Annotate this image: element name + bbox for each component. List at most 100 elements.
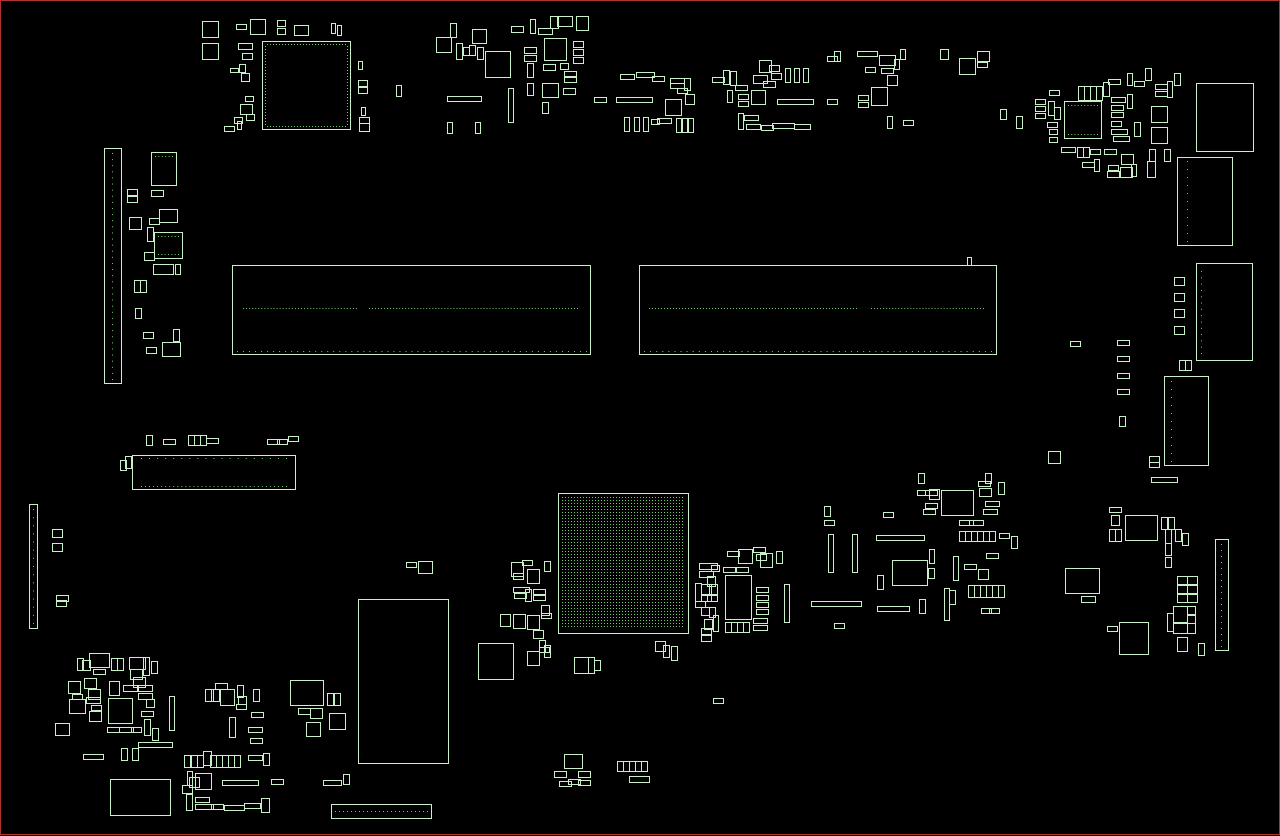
smd-part-176[interactable] [144, 252, 155, 261]
smd-part-171[interactable] [151, 190, 164, 197]
smd-part-312[interactable] [699, 571, 714, 578]
smd-part-70[interactable] [657, 118, 672, 124]
power-ic-1[interactable] [892, 560, 928, 586]
usb-port-1[interactable] [1196, 83, 1254, 152]
smd-part-55[interactable] [573, 57, 584, 64]
smd-part-249[interactable] [248, 755, 263, 761]
smd-part-401[interactable] [1174, 293, 1185, 302]
smd-part-376[interactable] [1011, 536, 1018, 549]
smd-part-370[interactable] [965, 531, 972, 542]
smd-part-212[interactable] [84, 678, 97, 689]
smd-part-261[interactable] [182, 785, 193, 794]
smd-part-433[interactable] [1173, 623, 1188, 634]
smd-part-102[interactable] [858, 95, 869, 101]
smd-part-256[interactable] [216, 755, 223, 768]
dimm-right-latch[interactable] [967, 257, 972, 266]
smd-part-353[interactable] [877, 606, 910, 612]
smd-part-192[interactable] [267, 439, 280, 445]
smd-part-363[interactable] [953, 556, 959, 581]
smd-part-181[interactable] [135, 308, 142, 319]
smd-part-323[interactable] [701, 628, 712, 635]
smd-part-292[interactable] [514, 593, 527, 599]
smd-part-434[interactable] [1187, 623, 1196, 634]
smd-part-2[interactable] [202, 43, 219, 60]
smd-part-235[interactable] [132, 748, 139, 761]
smd-part-128[interactable] [1047, 122, 1058, 128]
smd-part-101[interactable] [827, 99, 838, 105]
smd-part-35[interactable] [447, 96, 482, 102]
smd-part-415[interactable] [1168, 517, 1175, 530]
smd-part-211[interactable] [68, 681, 81, 694]
smd-part-191[interactable] [206, 438, 219, 444]
smd-part-26[interactable] [359, 123, 370, 132]
smd-part-7[interactable] [294, 25, 309, 36]
smd-part-272[interactable] [271, 779, 284, 785]
smd-part-344[interactable] [784, 584, 790, 623]
smd-part-170[interactable] [127, 196, 138, 203]
smd-part-157[interactable] [1134, 81, 1145, 87]
smd-part-150[interactable] [1111, 105, 1124, 111]
smd-part-88[interactable] [761, 125, 774, 131]
smd-part-182[interactable] [143, 332, 154, 339]
smd-part-172[interactable] [129, 217, 142, 230]
smd-part-112[interactable] [827, 56, 838, 62]
smd-part-248[interactable] [250, 738, 263, 744]
bottom-ic-3[interactable] [290, 680, 324, 706]
smd-part-388[interactable] [979, 488, 992, 497]
smd-part-237[interactable] [205, 689, 214, 702]
smd-part-405[interactable] [1185, 360, 1192, 371]
smd-part-48[interactable] [527, 83, 534, 96]
smd-part-89[interactable] [772, 123, 795, 129]
smd-part-74[interactable] [643, 117, 649, 132]
smd-part-402[interactable] [1174, 309, 1185, 318]
smd-part-326[interactable] [725, 622, 732, 633]
smd-part-64[interactable] [670, 78, 685, 84]
smd-part-414[interactable] [1161, 517, 1168, 530]
smd-part-31[interactable] [456, 43, 463, 60]
smd-part-425[interactable] [1177, 585, 1188, 594]
smd-part-409[interactable] [1048, 451, 1061, 464]
smd-part-22[interactable] [358, 80, 368, 87]
smd-part-220[interactable] [93, 669, 106, 675]
smd-part-384[interactable] [998, 585, 1005, 598]
smd-part-59[interactable] [594, 97, 607, 103]
smd-part-149[interactable] [1111, 97, 1126, 103]
smd-part-63[interactable] [652, 76, 665, 82]
smd-part-76[interactable] [682, 118, 688, 133]
smd-part-179[interactable] [134, 280, 141, 293]
smd-part-412[interactable] [1109, 529, 1116, 542]
smd-part-139[interactable] [1107, 171, 1120, 178]
smd-part-346[interactable] [824, 520, 835, 526]
smd-part-72[interactable] [624, 117, 630, 132]
smd-part-279[interactable] [323, 780, 342, 786]
smd-part-131[interactable] [1061, 147, 1076, 153]
smd-part-364[interactable] [949, 590, 956, 605]
smd-part-336[interactable] [760, 553, 773, 568]
smd-part-382[interactable] [986, 585, 993, 598]
smd-part-253[interactable] [197, 755, 204, 768]
smd-part-417[interactable] [1175, 529, 1182, 542]
smd-part-152[interactable] [1111, 121, 1122, 127]
smd-part-445[interactable] [629, 761, 636, 772]
lan-controller[interactable] [1064, 101, 1102, 139]
dimm-slot-left[interactable] [232, 265, 591, 355]
smd-part-276[interactable] [334, 693, 341, 706]
smd-part-296[interactable] [541, 605, 550, 616]
smd-part-391[interactable] [983, 509, 998, 515]
smd-part-251[interactable] [184, 755, 191, 768]
smd-part-406[interactable] [1149, 456, 1160, 463]
smd-part-107[interactable] [887, 75, 898, 86]
smd-part-427[interactable] [1177, 594, 1188, 603]
smd-part-315[interactable] [701, 584, 712, 595]
smd-part-426[interactable] [1187, 585, 1198, 594]
top-ic-a[interactable] [485, 51, 511, 78]
smd-part-386[interactable] [989, 608, 1000, 614]
smd-part-428[interactable] [1187, 594, 1198, 603]
smd-part-82[interactable] [735, 85, 748, 91]
smd-part-110[interactable] [857, 51, 878, 57]
smd-part-358[interactable] [929, 489, 940, 500]
smd-part-113[interactable] [834, 51, 841, 62]
smd-part-194[interactable] [288, 436, 299, 442]
bottom-left-module[interactable] [110, 779, 171, 816]
smd-part-168[interactable] [1134, 122, 1141, 137]
